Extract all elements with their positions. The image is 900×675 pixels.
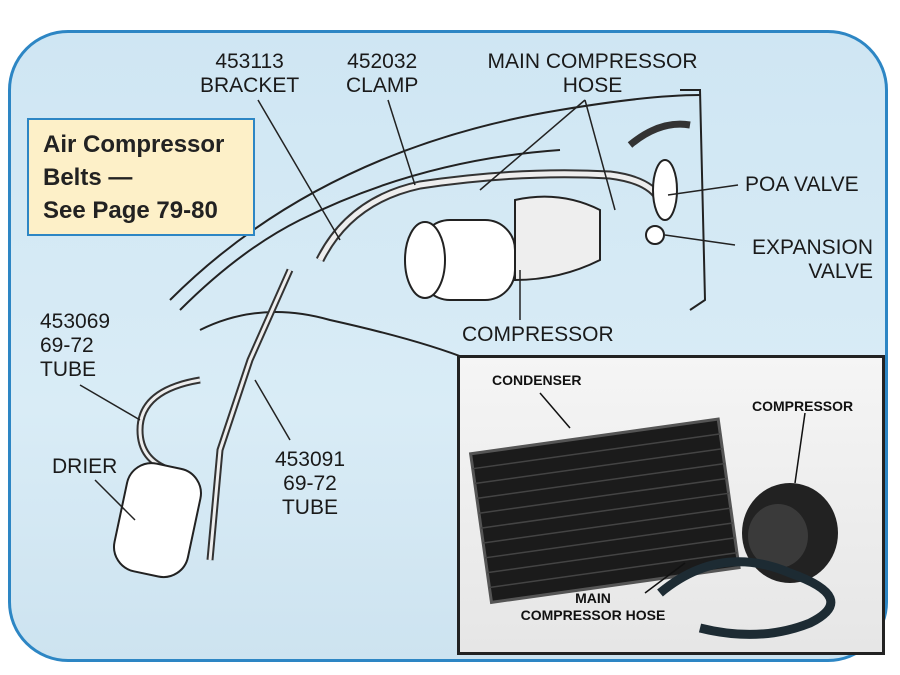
hose-photo	[657, 557, 836, 639]
label-drier: DRIER	[52, 455, 118, 478]
callout-line: See Page 79-80	[43, 197, 218, 224]
inset-photo-drawing	[468, 392, 838, 639]
callout-line: Air Compressor	[43, 131, 225, 158]
firewall	[680, 89, 707, 311]
poa-valve-shape	[652, 159, 678, 221]
inset-label-compressor: COMPRESSOR	[752, 398, 854, 414]
leader-lines	[79, 99, 739, 521]
label-compressor: COMPRESSOR	[462, 323, 614, 346]
compressor-photo	[742, 483, 838, 583]
condenser-photo	[468, 417, 741, 605]
expansion-valve-shape	[645, 225, 665, 245]
inset-label-condenser: CONDENSER	[492, 372, 582, 388]
compressor-drawing	[404, 195, 601, 301]
drier-drawing	[113, 462, 202, 579]
callout-line: Belts —	[43, 164, 133, 191]
belts-callout-box: Air Compressor Belts — See Page 79-80	[27, 118, 255, 236]
label-poa-valve: POA VALVE	[745, 173, 859, 196]
